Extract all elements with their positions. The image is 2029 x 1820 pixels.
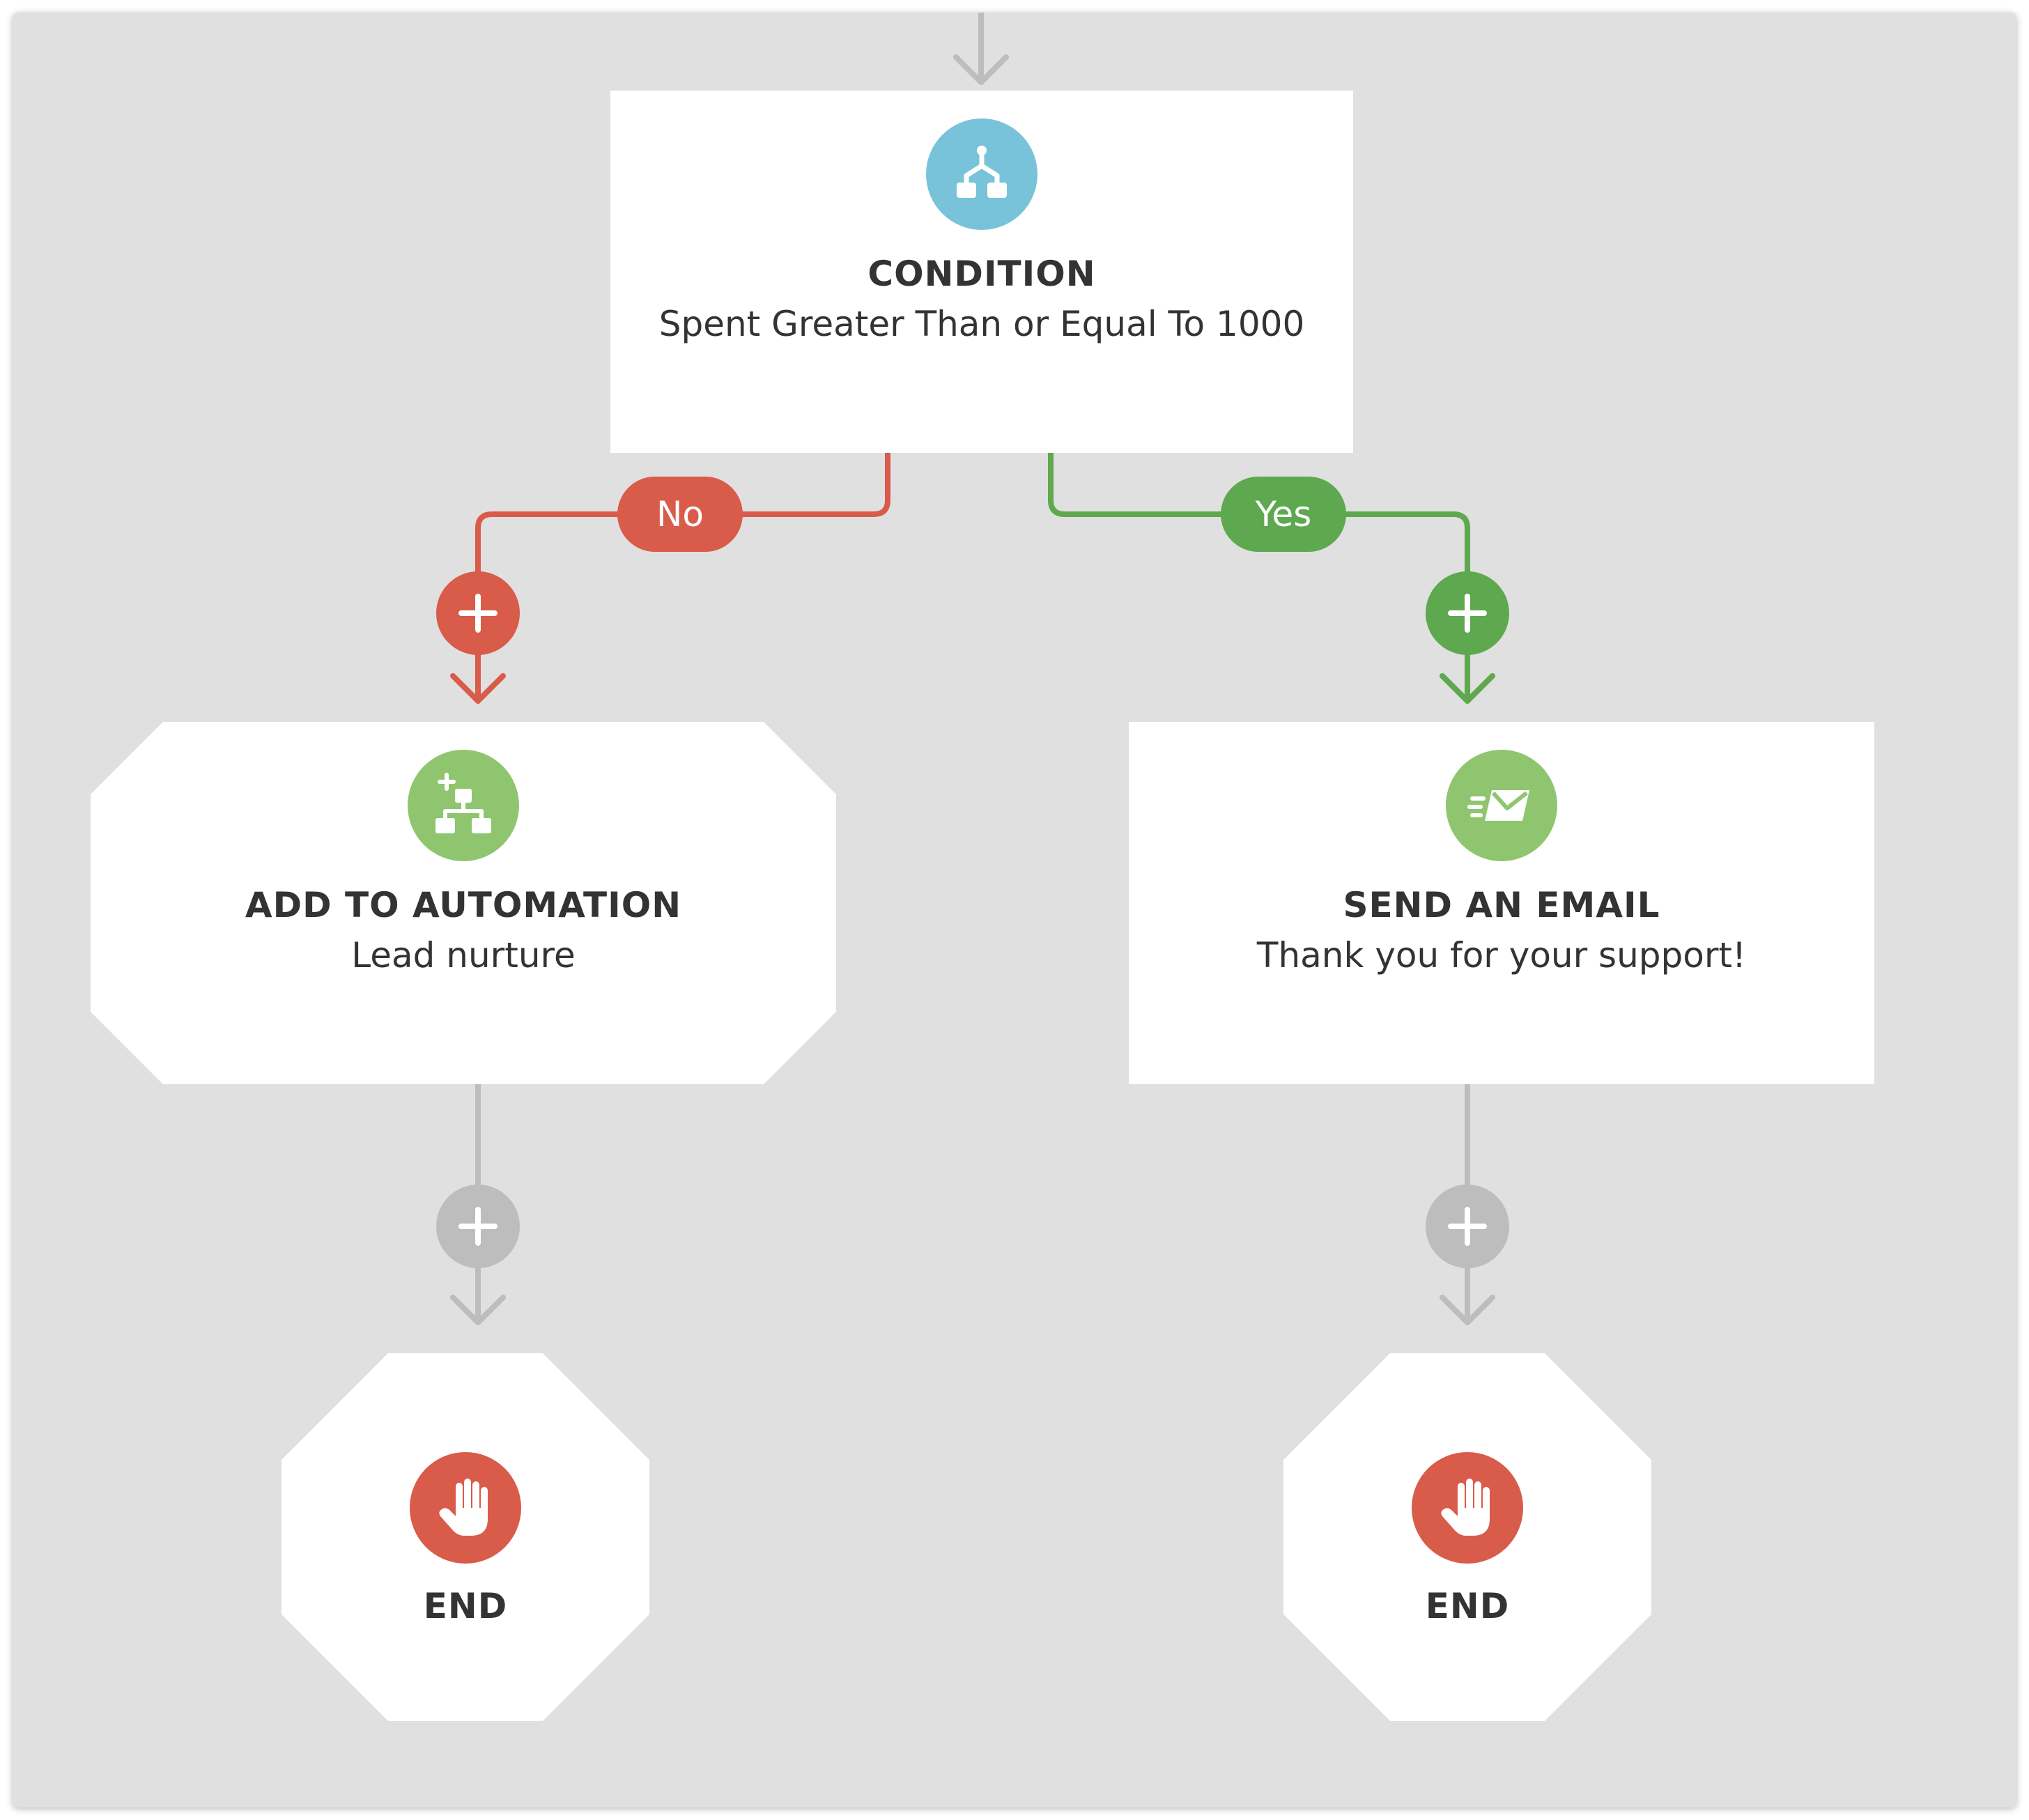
add-step-button-no-branch-end[interactable] — [436, 1185, 520, 1268]
yes-branch-arrowhead — [1440, 673, 1495, 704]
end-node-no-branch[interactable]: END — [281, 1353, 649, 1721]
add-to-automation-node[interactable]: ADD TO AUTOMATION Lead nurture — [91, 722, 836, 1084]
split-icon — [957, 146, 1007, 198]
stop-hand-icon — [439, 1479, 488, 1536]
add-to-automation-icon — [430, 772, 497, 839]
no-branch-arrowhead — [450, 673, 506, 704]
add-to-automation-subtitle: Lead nurture — [351, 935, 576, 975]
add-to-automation-icon-badge — [408, 750, 519, 861]
no-branch-end-arrowhead — [450, 1295, 506, 1325]
branch-label-yes: Yes — [1221, 477, 1346, 552]
add-to-automation-title: ADD TO AUTOMATION — [245, 885, 682, 925]
plus-icon — [1448, 594, 1487, 633]
add-step-button-yes-branch-end[interactable] — [1426, 1185, 1509, 1268]
send-email-icon-badge — [1446, 750, 1557, 861]
send-email-icon — [1467, 790, 1529, 821]
add-step-button-yes-branch[interactable] — [1426, 571, 1509, 655]
stop-hand-icon — [1441, 1479, 1490, 1536]
end-icon-badge — [410, 1452, 521, 1564]
end-label: END — [1425, 1586, 1510, 1626]
condition-node[interactable]: CONDITION Spent Greater Than or Equal To… — [610, 91, 1353, 453]
send-email-node[interactable]: SEND AN EMAIL Thank you for your support… — [1129, 722, 1874, 1084]
end-node-yes-branch[interactable]: END — [1283, 1353, 1651, 1721]
entry-arrowhead — [953, 54, 1009, 85]
condition-subtitle: Spent Greater Than or Equal To 1000 — [658, 304, 1305, 344]
add-step-button-no-branch[interactable] — [436, 571, 520, 655]
plus-icon — [458, 594, 497, 633]
branch-label-no: No — [617, 477, 743, 552]
yes-branch-end-arrowhead — [1440, 1295, 1495, 1325]
end-label: END — [423, 1586, 508, 1626]
end-icon-badge — [1412, 1452, 1523, 1564]
send-email-title: SEND AN EMAIL — [1343, 885, 1660, 925]
plus-icon — [458, 1207, 497, 1246]
condition-title: CONDITION — [867, 254, 1096, 294]
send-email-subtitle: Thank you for your support! — [1256, 935, 1747, 975]
plus-icon — [1448, 1207, 1487, 1246]
automation-canvas: CONDITION Spent Greater Than or Equal To… — [13, 13, 2016, 1807]
condition-icon-badge — [926, 118, 1037, 230]
